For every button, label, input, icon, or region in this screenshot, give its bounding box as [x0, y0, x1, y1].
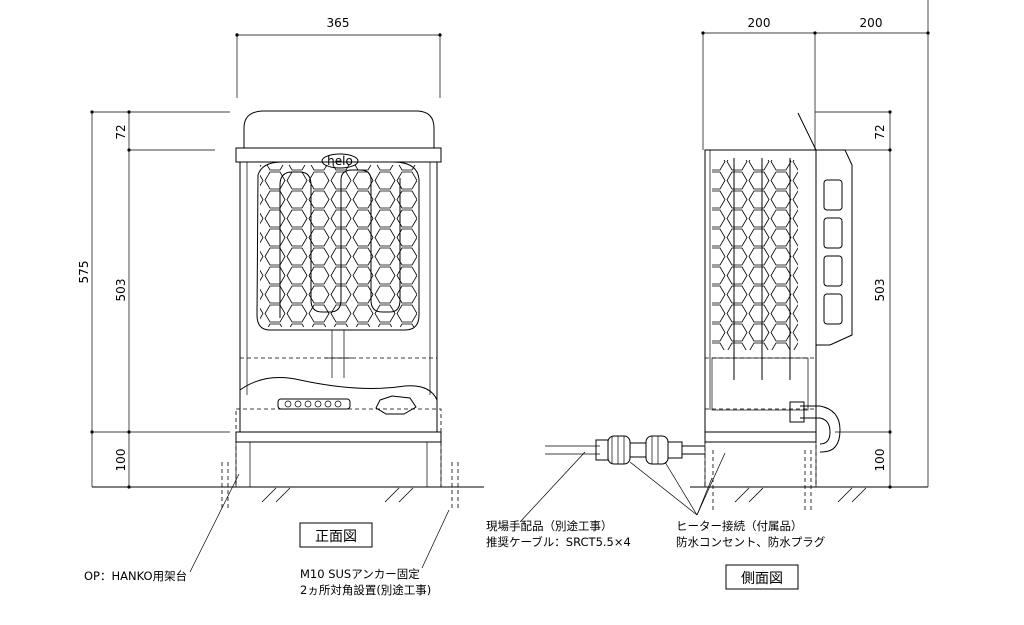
front-hex-mesh: [260, 165, 417, 327]
dim-label-72-front: 72: [114, 124, 128, 139]
dim-side-heights: 72 503 100: [815, 110, 892, 489]
side-view-title-box: [725, 564, 799, 590]
dim-label-100-front: 100: [114, 449, 128, 472]
leader-anchor: [421, 509, 450, 569]
plug-connector: [545, 435, 705, 465]
dim-front-width: 365: [235, 16, 442, 98]
front-view: 365 575 72 503 100: [77, 16, 484, 597]
leader-heater-2: [664, 461, 698, 516]
side-view-title: 側面図: [741, 571, 783, 587]
leader-heater-1: [629, 461, 698, 516]
heater-front-body: helo: [235, 110, 442, 433]
stand-note: OP：HANKO用架台: [84, 569, 187, 583]
dim-label-575: 575: [77, 261, 91, 284]
dim-label-72-side: 72: [873, 124, 887, 139]
front-stand: [92, 408, 484, 488]
anchor-note-1: M10 SUSアンカー固定: [300, 567, 420, 581]
side-view: 200 200 72 503 100: [486, 0, 930, 590]
front-view-title: 正面図: [315, 529, 357, 545]
side-stand: [690, 408, 928, 510]
cable-note-1: 現場手配品（別途工事）: [486, 519, 613, 533]
dim-label-100-side: 100: [873, 449, 887, 472]
front-view-title-box: [299, 522, 373, 548]
dim-label-365: 365: [327, 16, 350, 30]
heater-note-1: ヒーター接続（付属品）: [676, 519, 803, 533]
dim-label-200-left: 200: [748, 16, 771, 30]
side-hex-mesh: [712, 160, 798, 350]
dim-front-heights: 575 72 503 100: [77, 110, 230, 489]
dim-label-503-side: 503: [873, 279, 887, 302]
anchor-note-2: 2ヵ所対角設置(別途工事): [300, 583, 431, 597]
cable-note-2: 推奨ケーブル：SRCT5.5×4: [486, 535, 631, 549]
brand-logo: helo: [327, 154, 353, 168]
dim-label-200-right: 200: [860, 16, 883, 30]
leader-cable: [519, 451, 586, 523]
heater-side-body: [704, 112, 853, 453]
dim-side-width: 200 200: [701, 0, 930, 487]
heater-note-2: 防水コンセント、防水プラグ: [676, 535, 826, 549]
leader-stand: [189, 473, 240, 573]
front-anchors: [221, 462, 459, 510]
dim-label-503-front: 503: [114, 279, 128, 302]
leader-heater-4: [696, 452, 726, 516]
control-knobs: [284, 400, 342, 408]
